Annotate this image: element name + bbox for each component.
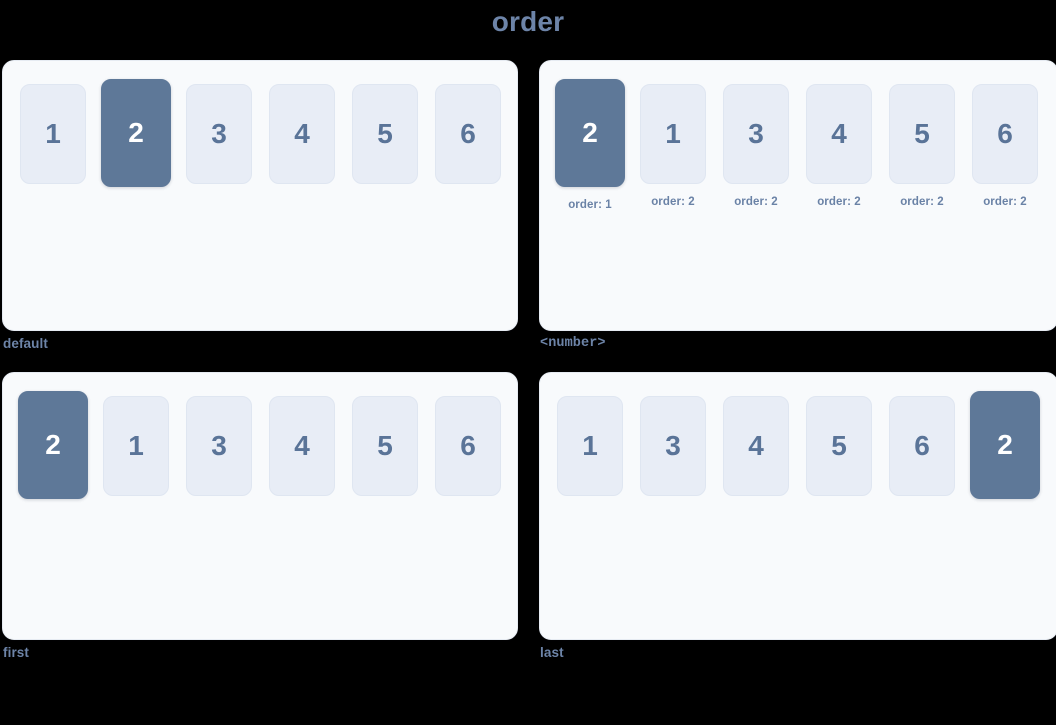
flex-item: 2 <box>18 391 88 499</box>
flex-item-card[interactable]: 3 <box>640 396 706 496</box>
panel-caption-number: <number> <box>540 336 606 351</box>
flex-item-card-active[interactable]: 2 <box>101 79 171 187</box>
flex-item: 4 <box>269 79 335 184</box>
order-value-label: order: 2 <box>734 196 778 208</box>
order-value-label: order: 2 <box>900 196 944 208</box>
flex-item-card[interactable]: 4 <box>806 84 872 184</box>
flex-item: 1 order: 2 <box>640 79 706 208</box>
flex-item: 6 <box>435 391 501 496</box>
flex-item-card[interactable]: 5 <box>352 84 418 184</box>
flex-item-card[interactable]: 1 <box>20 84 86 184</box>
flex-item: 4 <box>269 391 335 496</box>
flex-item-card[interactable]: 3 <box>186 396 252 496</box>
flex-item-card-active[interactable]: 2 <box>555 79 625 187</box>
order-value-label: order: 2 <box>817 196 861 208</box>
flex-item-card[interactable]: 5 <box>352 396 418 496</box>
flex-item: 5 <box>806 391 872 496</box>
flex-item: 2 <box>970 391 1040 499</box>
flex-item: 6 order: 2 <box>972 79 1038 208</box>
flex-item: 1 <box>103 391 169 496</box>
flex-item: 5 <box>352 79 418 184</box>
flex-item-card[interactable]: 4 <box>269 396 335 496</box>
flex-item: 1 <box>557 391 623 496</box>
flex-item: 4 order: 2 <box>806 79 872 208</box>
panel-caption-default: default <box>3 336 48 351</box>
flex-item: 3 <box>186 79 252 184</box>
order-value-label: order: 2 <box>651 196 695 208</box>
panel-caption-first: first <box>3 645 30 660</box>
flex-item-card[interactable]: 4 <box>723 396 789 496</box>
flex-item: 3 order: 2 <box>723 79 789 208</box>
flex-item-card[interactable]: 6 <box>435 396 501 496</box>
flex-item-card[interactable]: 1 <box>103 396 169 496</box>
flex-item: 3 <box>640 391 706 496</box>
flex-item-card[interactable]: 3 <box>723 84 789 184</box>
flex-item: 5 <box>352 391 418 496</box>
flex-item: 2 <box>101 79 171 187</box>
flex-item-card[interactable]: 1 <box>640 84 706 184</box>
flex-item: 6 <box>435 79 501 184</box>
flex-item-card[interactable]: 4 <box>269 84 335 184</box>
flex-item: 3 <box>186 391 252 496</box>
flex-item: 6 <box>889 391 955 496</box>
item-row: 2 order: 1 1 order: 2 3 order: 2 4 order: 2 5 ord… <box>555 79 1056 211</box>
flex-item: 4 <box>723 391 789 496</box>
flex-item-card[interactable]: 6 <box>435 84 501 184</box>
flex-item-card[interactable]: 1 <box>557 396 623 496</box>
order-value-label: order: 2 <box>983 196 1027 208</box>
flex-item: 1 <box>20 79 86 184</box>
order-value-label: order: 1 <box>568 199 612 211</box>
panel-cell-number: 2 order: 1 1 order: 2 3 order: 2 4 order: 2 5 ord… <box>539 60 1056 351</box>
flex-item-card-active[interactable]: 2 <box>970 391 1040 499</box>
demo-panel-number: 2 order: 1 1 order: 2 3 order: 2 4 order: 2 5 ord… <box>539 60 1056 331</box>
flex-item-card[interactable]: 5 <box>806 396 872 496</box>
flex-item-card-active[interactable]: 2 <box>18 391 88 499</box>
flex-item-card[interactable]: 5 <box>889 84 955 184</box>
flex-item-card[interactable]: 6 <box>889 396 955 496</box>
flex-item: 5 order: 2 <box>889 79 955 208</box>
flex-item-card[interactable]: 6 <box>972 84 1038 184</box>
flex-item-card[interactable]: 3 <box>186 84 252 184</box>
flex-item: 2 order: 1 <box>555 79 625 211</box>
page-title: order <box>491 6 565 37</box>
panel-caption-last: last <box>540 645 564 660</box>
